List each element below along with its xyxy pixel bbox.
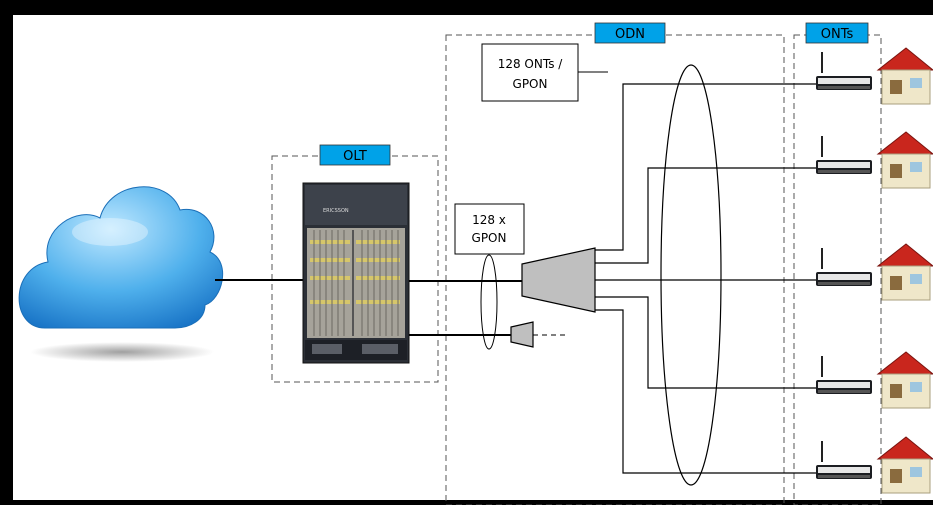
router-icon	[816, 441, 872, 479]
olt-tag-label: OLT	[343, 149, 367, 164]
router-icon	[816, 52, 872, 90]
small-splitter-icon	[510, 321, 534, 348]
olt-chassis-icon: ERICSSON	[302, 182, 410, 364]
onts-tag-label: ONTs	[821, 27, 854, 42]
house-icon	[876, 131, 933, 189]
splitter-capacity-line-2: GPON	[513, 77, 548, 91]
ont-row	[816, 47, 933, 105]
olt-tag: OLT	[319, 144, 391, 166]
ont-row	[816, 131, 933, 189]
splitter-icon	[521, 247, 596, 313]
olt-brand-label: ERICSSON	[323, 208, 349, 214]
splitter-capacity-line-1: 128 ONTs /	[498, 57, 564, 71]
house-icon	[876, 351, 933, 409]
onts-tag: ONTs	[805, 22, 869, 44]
house-icon	[876, 243, 933, 301]
port-count-line-2: GPON	[472, 231, 507, 245]
router-icon	[816, 136, 872, 174]
ont-group-ellipse	[660, 64, 722, 486]
odn-section-box	[445, 34, 785, 505]
port-group-ellipse	[480, 254, 498, 350]
cloud-icon	[18, 186, 224, 362]
splitter-capacity-box: 128 ONTs / GPON	[481, 43, 579, 102]
odn-tag-label: ODN	[615, 27, 645, 42]
ont-row	[816, 243, 933, 301]
ont-row	[816, 351, 933, 409]
ont-row	[816, 436, 933, 494]
house-icon	[876, 436, 933, 494]
port-count-box: 128 x GPON	[454, 203, 525, 255]
router-icon	[816, 248, 872, 286]
router-icon	[816, 356, 872, 394]
house-icon	[876, 47, 933, 105]
odn-tag: ODN	[594, 22, 666, 44]
distribution-fibers	[595, 83, 818, 474]
port-count-line-1: 128 x	[472, 213, 506, 227]
